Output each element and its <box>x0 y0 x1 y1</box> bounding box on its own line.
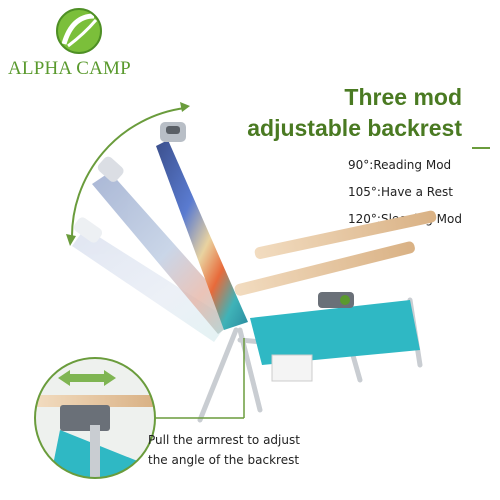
seat-fabric <box>250 300 420 365</box>
caption-line-1: Pull the armrest to adjust <box>148 433 300 447</box>
headline: Three mod adjustable backrest <box>247 82 462 144</box>
backrest-120-ghost <box>72 217 230 342</box>
headline-line-1: Three mod <box>344 84 462 110</box>
armrests <box>234 210 437 308</box>
brand-logo: ALPHA CAMP <box>8 6 138 86</box>
caption-line-2: the angle of the backrest <box>148 453 300 467</box>
caption: Pull the armrest to adjust the angle of … <box>148 430 348 470</box>
headline-divider <box>472 147 490 149</box>
backrest-105-ghost <box>92 156 240 334</box>
mode-90: 90°:Reading Mod <box>348 158 452 172</box>
mode-105: 105°:Have a Rest <box>348 185 453 199</box>
headline-line-2: adjustable backrest <box>247 115 462 141</box>
alpha-camp-logo-icon <box>56 8 102 54</box>
brand-name: ALPHA CAMP <box>8 58 131 79</box>
seat-label <box>271 354 313 382</box>
backrest-arc-arrow-icon <box>66 102 190 246</box>
left-right-arrow-icon <box>58 370 116 386</box>
backrest-90 <box>156 122 248 330</box>
